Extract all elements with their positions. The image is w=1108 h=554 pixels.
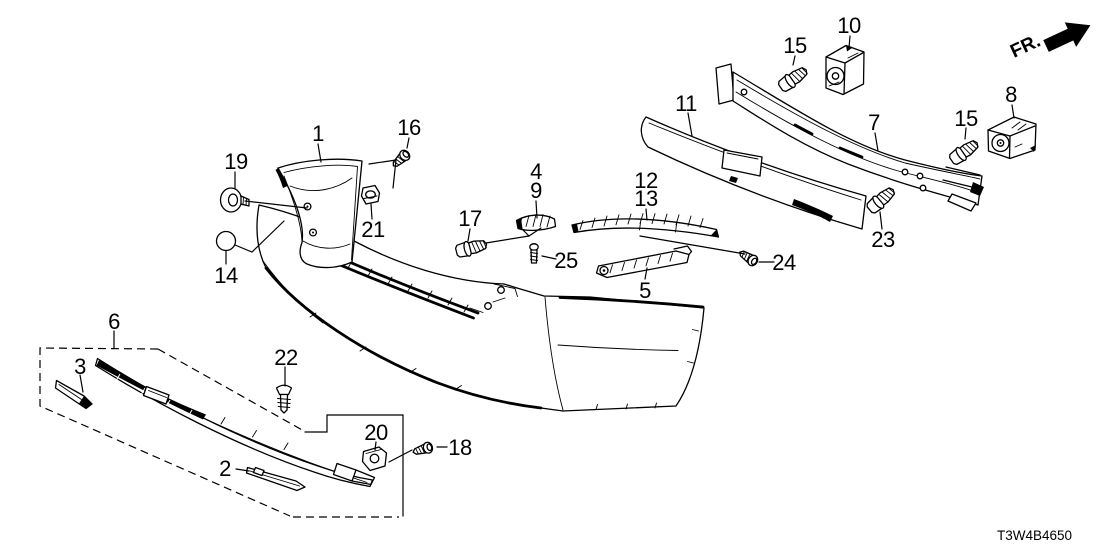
leader-3 xyxy=(79,374,84,393)
leader-21 xyxy=(370,203,373,220)
part-12-13-strip xyxy=(571,213,720,238)
part-4-9-strip xyxy=(515,214,557,232)
leader-12-13 xyxy=(645,208,648,221)
labels-layer: 1234567891011121314151516171819202122232… xyxy=(74,13,1018,481)
leader-15b xyxy=(964,127,967,140)
bumper-corner-top-edge xyxy=(558,296,705,309)
part-number-label-25: 25 xyxy=(554,248,578,273)
part-number-label-11: 11 xyxy=(675,91,697,116)
leader-17 xyxy=(467,228,471,242)
part-corner-garnish xyxy=(275,158,363,269)
fr-arrow-icon xyxy=(1043,22,1091,52)
part-number-label-13: 13 xyxy=(634,186,658,211)
part-number-label-1: 1 xyxy=(312,121,324,146)
part-number-label-15a: 15 xyxy=(783,33,807,58)
boundary-solid-0 xyxy=(304,414,404,517)
leader-1 xyxy=(317,143,322,163)
beam-dark-marks xyxy=(793,123,864,159)
leader-15a xyxy=(792,55,796,66)
connector-19-to-hole xyxy=(244,200,308,209)
part-number-label-5: 5 xyxy=(639,278,651,303)
part-5-bracket xyxy=(595,245,693,279)
part-absorber-foam xyxy=(640,116,867,230)
leader-25 xyxy=(541,255,557,260)
connector-strip-v-left xyxy=(520,227,530,237)
leader-20 xyxy=(374,441,377,451)
part-number-label-14: 14 xyxy=(214,263,238,288)
corner-garnish-outline xyxy=(277,158,363,269)
connector-16-to-clip xyxy=(392,159,397,189)
part-number-label-16: 16 xyxy=(397,115,421,140)
beam-outline xyxy=(732,71,983,206)
connector-17-to-strip xyxy=(485,235,530,244)
bumper-tick-marks xyxy=(309,312,699,410)
leader-10 xyxy=(848,35,851,49)
leader-5 xyxy=(644,267,648,280)
leaders-layer xyxy=(39,35,1015,518)
screw-25-icon xyxy=(529,242,539,264)
drawing-code: T3W4B4650 xyxy=(997,528,1072,543)
beam-left-tab xyxy=(715,63,735,105)
part-10-bracket xyxy=(825,44,865,96)
leader-2 xyxy=(235,468,250,472)
part-number-label-2: 2 xyxy=(219,456,231,481)
part-number-label-18: 18 xyxy=(448,435,472,460)
part-bumper-beam xyxy=(715,63,984,212)
leader-23 xyxy=(879,211,883,230)
clip-22-icon xyxy=(275,384,293,414)
plug-hole-14-icon xyxy=(215,230,237,252)
bumper-corner-fold xyxy=(544,296,564,411)
part-number-label-19: 19 xyxy=(224,149,248,174)
part-number-label-6: 6 xyxy=(108,309,120,334)
leader-4-9 xyxy=(535,200,538,219)
part-number-label-4: 4 xyxy=(530,159,542,184)
part-2-strip xyxy=(245,466,306,492)
part-number-label-17: 17 xyxy=(458,206,482,231)
leader-11 xyxy=(687,112,693,137)
boundary-dashed-2 xyxy=(157,348,305,432)
part-number-label-12: 12 xyxy=(634,168,658,193)
part-number-label-20: 20 xyxy=(364,420,388,445)
connector-16-to-apex xyxy=(368,159,397,165)
part-number-label-22: 22 xyxy=(274,345,298,370)
part-number-label-10: 10 xyxy=(837,13,861,38)
connector-13-to-screw24 xyxy=(639,235,746,255)
leader-7 xyxy=(874,132,879,152)
boundary-dashed-0 xyxy=(39,347,291,517)
part-number-label-15b: 15 xyxy=(954,106,978,131)
connector-14-to-part xyxy=(234,220,285,253)
bumper-corner-inner-line xyxy=(557,344,679,351)
part-3-strip xyxy=(54,379,93,410)
bumper-left-inner-arc xyxy=(262,260,324,324)
part-number-label-3: 3 xyxy=(74,354,86,379)
part-number-label-8: 8 xyxy=(1005,82,1017,107)
connector-18-to-nut20 xyxy=(388,449,413,463)
leader-8 xyxy=(1011,104,1015,119)
part-number-label-7: 7 xyxy=(868,110,880,135)
nut-21-icon xyxy=(360,184,381,205)
bumper-taillight-corner-detail xyxy=(469,283,518,313)
part-number-label-21: 21 xyxy=(361,217,385,242)
part-rear-bumper-face xyxy=(256,204,705,412)
grommet-19-icon xyxy=(219,187,250,213)
leader-16 xyxy=(406,137,410,149)
connector-strip-v-right xyxy=(528,227,542,237)
part-lower-garnish xyxy=(94,357,376,488)
part-number-label-24: 24 xyxy=(772,250,796,275)
nut-20-icon xyxy=(361,446,388,472)
part-number-label-23: 23 xyxy=(871,227,895,252)
part-number-label-9: 9 xyxy=(530,178,542,203)
